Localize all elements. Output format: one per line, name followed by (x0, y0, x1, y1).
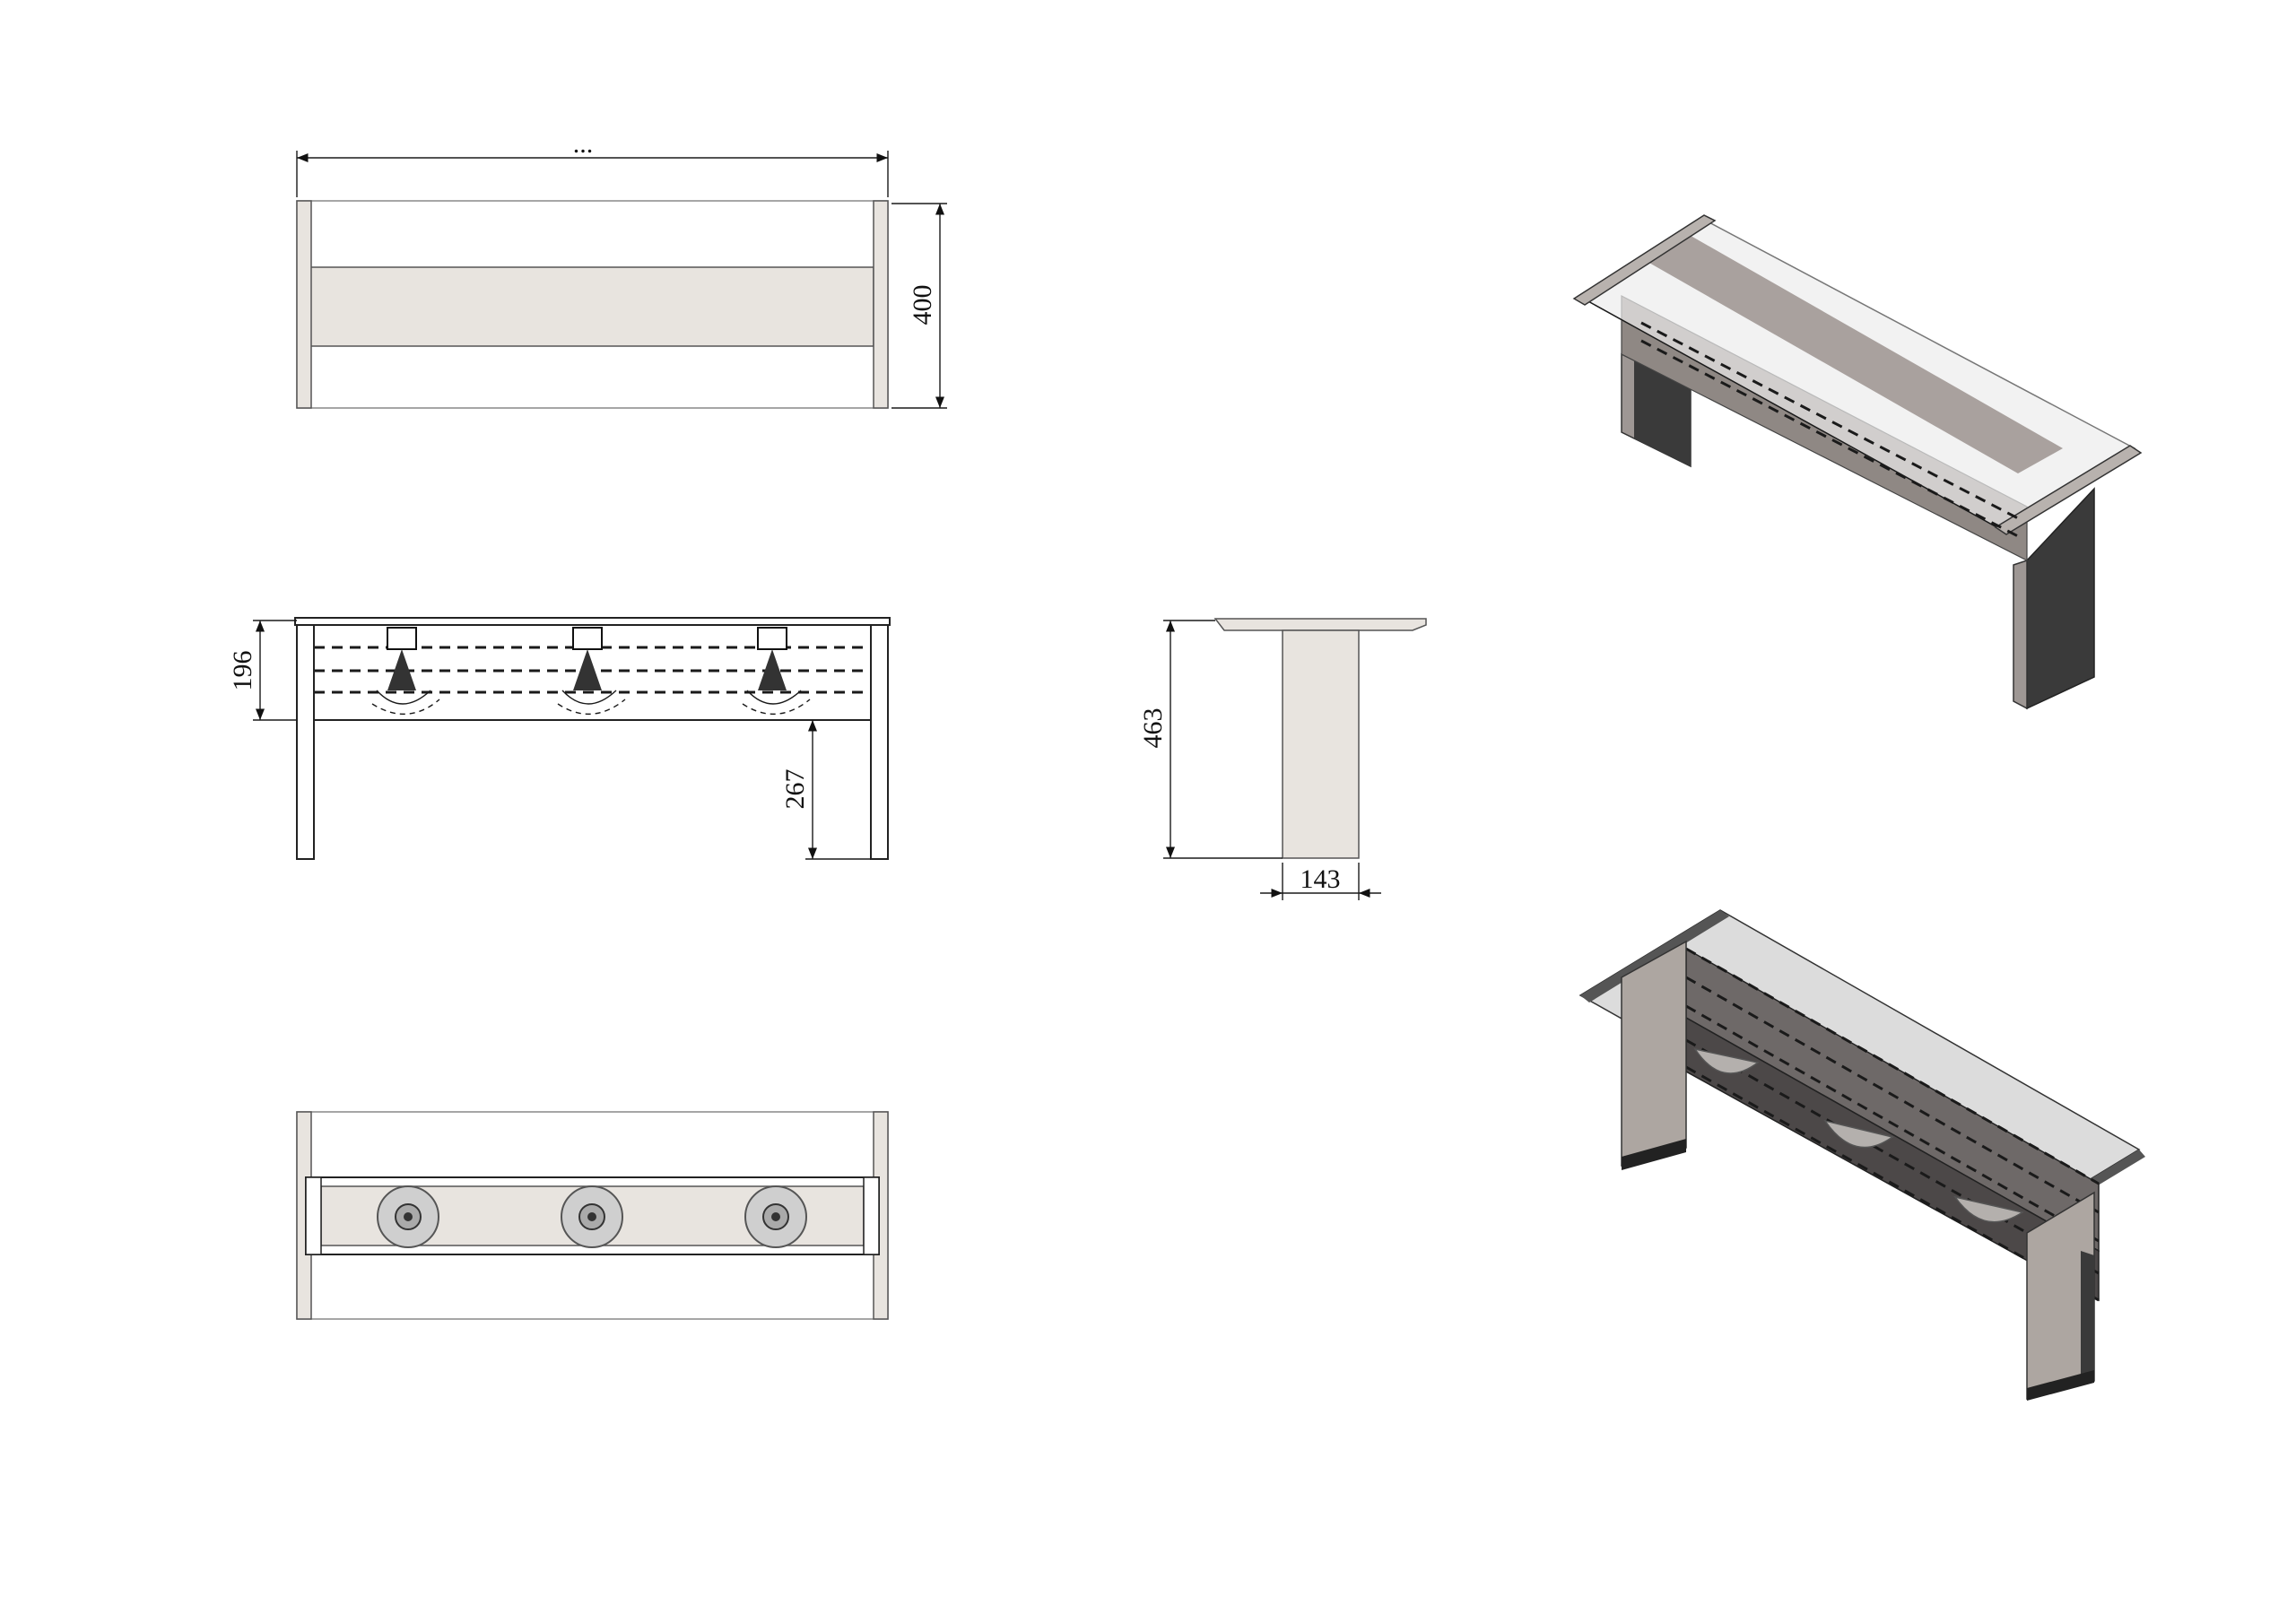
front-view: 196 267 (228, 617, 891, 860)
front-lamp-left (371, 627, 440, 715)
side-width-label: 143 (1300, 864, 1341, 894)
right-end-cap-top (873, 200, 889, 409)
side-post (1282, 629, 1360, 859)
iso-top-left-cap (1572, 214, 1717, 306)
left-end-cap-top (296, 200, 312, 409)
isometric-view-top (1572, 214, 2143, 710)
iso-bottom-lamp-right (1953, 1195, 2024, 1223)
iso-bottom-lamp-center (1823, 1119, 1894, 1149)
center-panel-top (309, 266, 874, 347)
iso-bottom-left-leg (1621, 940, 1687, 1167)
side-height-label: 463 (1138, 708, 1168, 749)
front-lamp-right (742, 627, 811, 715)
side-view: 463 143 (1138, 618, 1427, 900)
iso-top-right-cap (1994, 445, 2143, 535)
front-leg-height-label: 267 (780, 769, 810, 810)
bottom-lamp-right (744, 1185, 807, 1248)
bottom-lamp-center (561, 1185, 623, 1248)
top-depth-label: 400 (908, 285, 937, 325)
front-lamp-center (557, 627, 626, 715)
side-shelf (1213, 618, 1427, 631)
bottom-view (296, 1111, 889, 1320)
top-width-label: ... (573, 129, 594, 159)
front-right-leg (870, 624, 889, 860)
front-panel-height-label: 196 (228, 651, 257, 691)
front-left-leg (296, 624, 315, 860)
front-top-shelf (294, 617, 891, 626)
bottom-lamp-left (377, 1185, 439, 1248)
isometric-view-bottom (1578, 909, 2145, 1401)
iso-bottom-lamp-left (1693, 1047, 1760, 1074)
top-view: ... 400 (296, 129, 947, 409)
